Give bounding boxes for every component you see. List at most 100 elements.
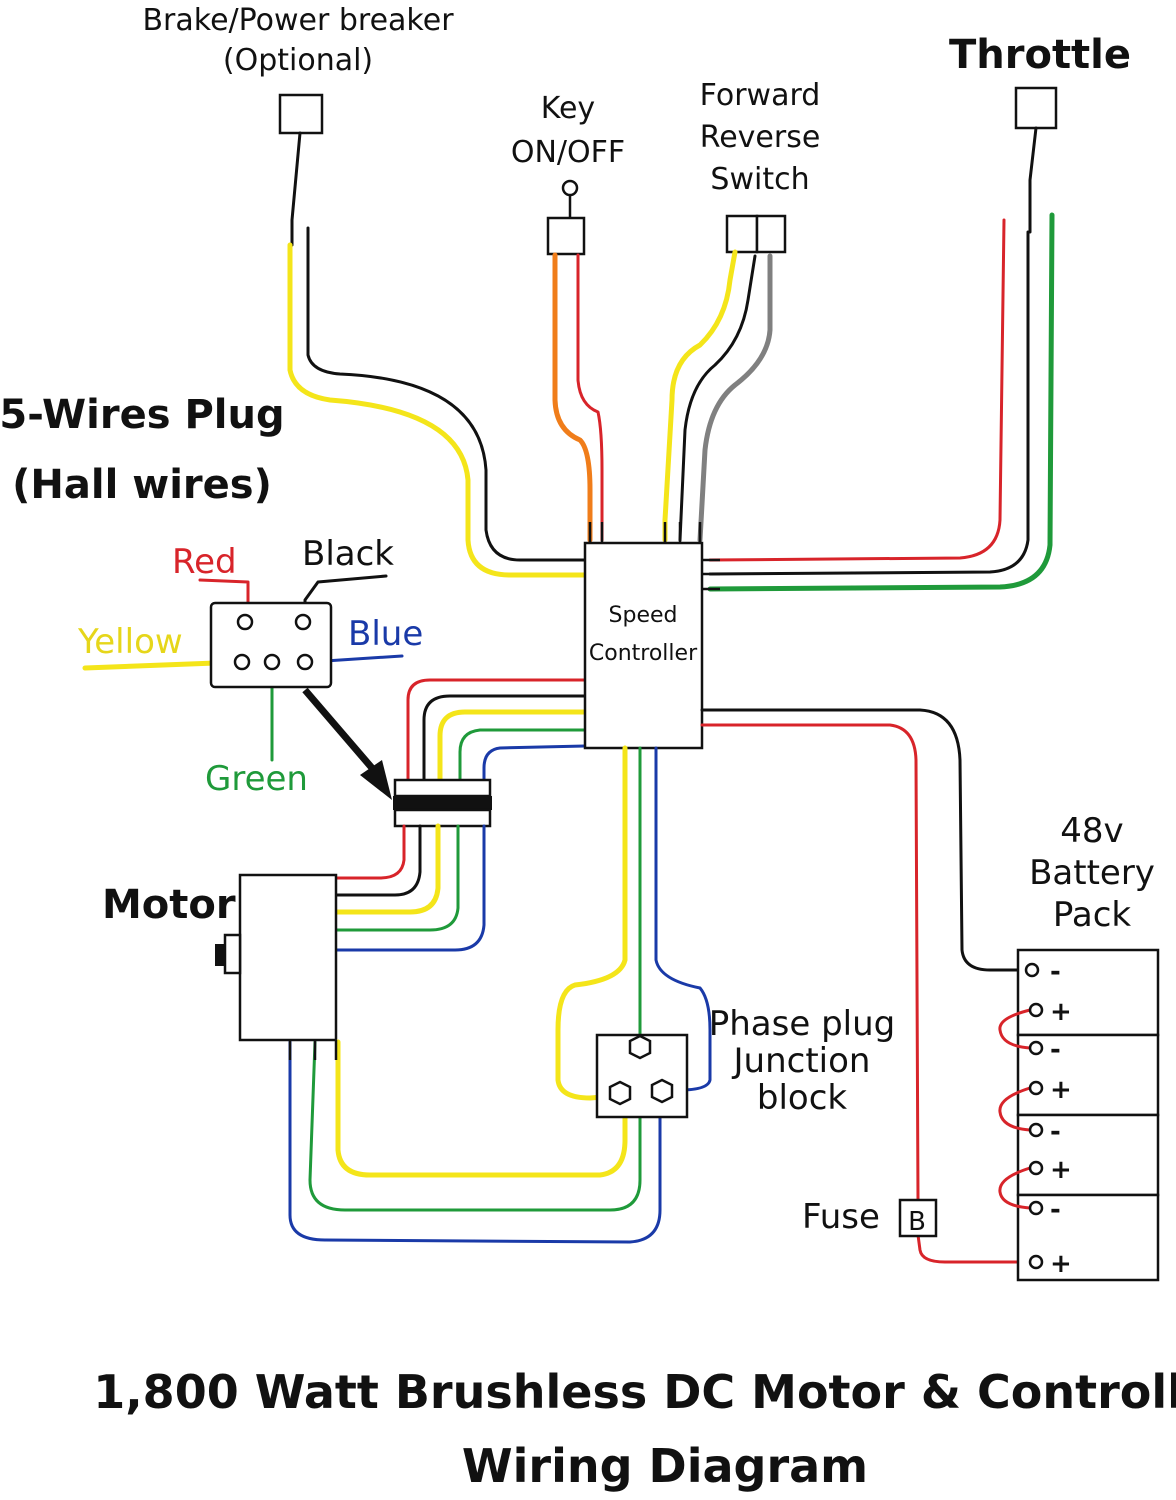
battery-jumper-3 bbox=[998, 1166, 1032, 1210]
controller-label-line2: Controller bbox=[589, 641, 698, 666]
hall-pin-black bbox=[294, 613, 312, 631]
battery-terminal bbox=[1028, 1002, 1044, 1018]
battery-label-line2: Battery bbox=[1029, 853, 1155, 893]
battery-jumper-2 bbox=[998, 1086, 1032, 1132]
key-switch-box bbox=[546, 216, 586, 256]
battery-terminal bbox=[1028, 1122, 1044, 1138]
hall-pin-red bbox=[236, 613, 254, 631]
hall-wire-yellow bbox=[437, 709, 588, 783]
motor-body bbox=[238, 873, 338, 1042]
throttle-box bbox=[1014, 86, 1058, 130]
plug-label-line1: 5-Wires Plug bbox=[0, 392, 285, 438]
hall-wire-red bbox=[406, 678, 587, 782]
battery-terminal-sign: + bbox=[1050, 997, 1072, 1027]
throttle-lead-black bbox=[1028, 126, 1038, 234]
battery-wire-red bbox=[700, 723, 920, 1202]
motor-hall-red bbox=[333, 824, 406, 880]
brake-label-line1: Brake/Power breaker bbox=[142, 3, 454, 38]
fr-switch-box-right bbox=[755, 214, 787, 254]
battery-terminal bbox=[1028, 1160, 1044, 1176]
hall-connector-band bbox=[393, 796, 492, 810]
key-label-line2: ON/OFF bbox=[511, 135, 625, 170]
fuse-body bbox=[898, 1198, 938, 1238]
phase-term-blue bbox=[650, 1078, 674, 1104]
battery-wire-red-out bbox=[916, 1233, 1032, 1264]
hall-pin-blue bbox=[296, 653, 314, 671]
brake-lead-black bbox=[290, 131, 302, 247]
motor-label: Motor bbox=[102, 882, 236, 928]
battery-terminal bbox=[1028, 1040, 1044, 1056]
phase-wire-yellow-motor bbox=[335, 1039, 628, 1178]
battery-terminal-sign: - bbox=[1050, 1035, 1061, 1065]
phase-wire-blue-ctrl bbox=[654, 746, 712, 1092]
hall-wire-green bbox=[458, 728, 587, 782]
motor-hall-green bbox=[333, 824, 460, 932]
diagram-title-line2: Wiring Diagram bbox=[462, 1439, 868, 1493]
battery-terminals bbox=[1024, 962, 1044, 1270]
battery-terminal bbox=[1028, 1254, 1044, 1270]
brake-label-line2: (Optional) bbox=[223, 43, 373, 78]
wire-label-red: Red bbox=[172, 542, 237, 582]
hall-connector-top bbox=[393, 778, 492, 798]
fr-label-line2: Reverse bbox=[700, 120, 821, 155]
hall-pin-green bbox=[263, 653, 281, 671]
controller-stubs-right bbox=[700, 558, 720, 591]
battery-terminal bbox=[1024, 962, 1040, 978]
throttle-wire-red bbox=[708, 218, 1006, 562]
fuse-label: Fuse bbox=[802, 1197, 880, 1237]
wire-label-blue: Blue bbox=[348, 614, 423, 654]
battery-cell-3 bbox=[1016, 1113, 1160, 1197]
throttle-wire-black bbox=[708, 230, 1030, 576]
brake-wire-yellow bbox=[287, 242, 588, 578]
phase-label-line1: Phase plug bbox=[709, 1004, 896, 1044]
battery-terminal-sign: - bbox=[1050, 1117, 1061, 1147]
hall-connector-bottom bbox=[393, 808, 492, 828]
wire-label-black: Black bbox=[302, 534, 394, 574]
battery-jumper-1 bbox=[998, 1008, 1032, 1050]
motor-hall-blue bbox=[333, 824, 486, 952]
hall-plug-body bbox=[209, 601, 333, 689]
fr-wire-white bbox=[678, 254, 757, 542]
controller-label-line1: Speed bbox=[609, 603, 678, 628]
wire-label-yellow: Yellow bbox=[77, 622, 183, 662]
fr-label-line3: Switch bbox=[710, 162, 809, 197]
fr-wire-gray bbox=[697, 253, 773, 543]
motor-shaft bbox=[223, 933, 242, 975]
phase-term-yellow bbox=[608, 1080, 632, 1106]
hall-wire-black bbox=[422, 694, 587, 782]
key-wire-red bbox=[576, 253, 604, 542]
hall-wire-blue bbox=[482, 744, 587, 782]
throttle-wire-green bbox=[707, 212, 1055, 592]
battery-terminal-sign: + bbox=[1050, 1075, 1072, 1105]
battery-label-line3: Pack bbox=[1053, 895, 1132, 935]
wire-label-green: Green bbox=[205, 759, 308, 799]
phase-label-line3: block bbox=[757, 1078, 848, 1118]
phase-wire-yellow-ctrl bbox=[555, 745, 628, 1101]
brake-wire-black bbox=[306, 226, 587, 562]
hall-arrow-head bbox=[360, 760, 392, 800]
throttle-label: Throttle bbox=[949, 32, 1131, 78]
phase-wire-green-motor bbox=[308, 1040, 642, 1212]
battery-terminal-sign: - bbox=[1050, 957, 1061, 987]
battery-terminal bbox=[1028, 1080, 1044, 1096]
battery-wire-black bbox=[700, 708, 1032, 972]
key-knob bbox=[561, 179, 579, 197]
battery-terminal-sign: - bbox=[1050, 1195, 1061, 1225]
battery-label-line1: 48v bbox=[1060, 811, 1123, 851]
key-label-line1: Key bbox=[541, 91, 595, 126]
phase-term-green bbox=[628, 1034, 652, 1060]
motor-hall-yellow bbox=[332, 823, 441, 915]
battery-cell-1 bbox=[1016, 948, 1160, 1037]
battery-terminal-sign: + bbox=[1050, 1155, 1072, 1185]
phase-label-line2: Junction bbox=[732, 1041, 871, 1081]
plug-label-line2: (Hall wires) bbox=[12, 462, 272, 508]
fr-switch-box-left bbox=[725, 214, 759, 254]
phase-motor-stubs bbox=[288, 1040, 338, 1060]
battery-terminal-sign: + bbox=[1050, 1249, 1072, 1279]
brake-switch-box bbox=[278, 93, 324, 135]
fr-wire-yellow bbox=[662, 249, 738, 543]
diagram-title-line1: 1,800 Watt Brushless DC Motor & Controll… bbox=[93, 1365, 1176, 1419]
hall-arrow bbox=[302, 687, 381, 778]
hall-pin-yellow bbox=[233, 653, 251, 671]
